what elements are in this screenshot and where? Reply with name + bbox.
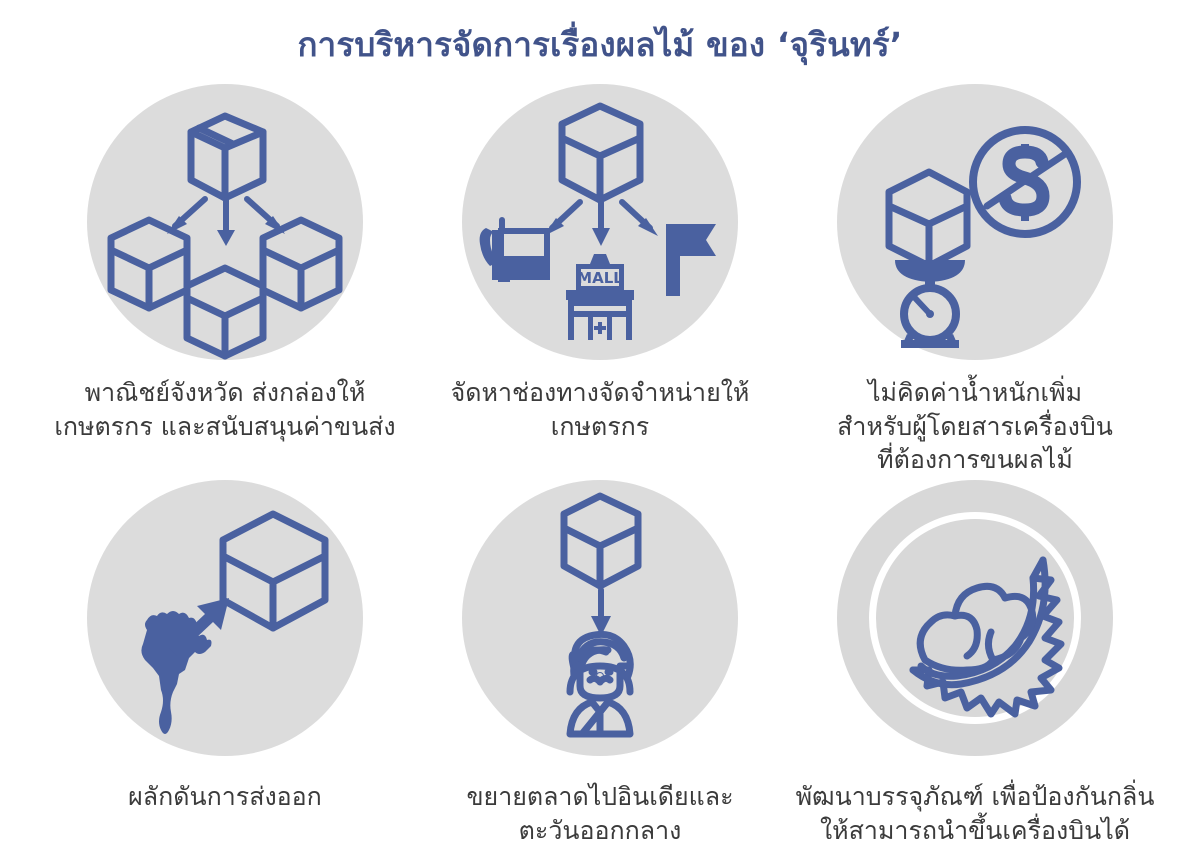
circle-background xyxy=(87,480,363,756)
panel-2-caption: จัดหาช่องทางจัดจำหน่ายให้ เกษตรกร xyxy=(450,378,750,441)
export-promotion-icon xyxy=(141,510,329,734)
panel-3-icon-wrap xyxy=(837,84,1113,360)
no-extra-weight-fee-icon xyxy=(885,126,1081,348)
turban-person-icon xyxy=(566,630,634,738)
panel-1-caption: พาณิชย์จังหวัด ส่งกล่องให้ เกษตรกร และสน… xyxy=(54,378,396,441)
panel-5-icon-wrap xyxy=(462,480,738,756)
mall-label: MALL xyxy=(577,269,623,287)
panel-1: พาณิชย์จังหวัด ส่งกล่องให้ เกษตรกร และสน… xyxy=(38,84,412,443)
panel-4-icon-wrap xyxy=(87,480,363,756)
flag-icon xyxy=(666,224,716,296)
durian-packaging-icon xyxy=(909,556,1065,718)
panel-2-icon-wrap: MALL xyxy=(462,84,738,360)
panel-5-caption: ขยายตลาดไปอินเดียและ ตะวันออกกลาง xyxy=(466,782,734,845)
no-dollar-sign-icon xyxy=(969,126,1081,238)
panel-6-icon-wrap xyxy=(837,480,1113,756)
arrow-down xyxy=(591,587,611,636)
mall-building-icon: MALL xyxy=(566,254,634,340)
page-title: การบริหารจัดการเรื่องผลไม้ ของ ‘จุรินทร์… xyxy=(297,25,903,64)
panel-grid: พาณิชย์จังหวัด ส่งกล่องให้ เกษตรกร และสน… xyxy=(0,84,1200,847)
arrow-down xyxy=(217,197,235,246)
distribution-channels-icon: MALL xyxy=(479,102,716,340)
closed-box xyxy=(558,102,644,204)
open-box xyxy=(187,112,267,202)
market-expansion-icon xyxy=(560,492,642,738)
thailand-map-icon xyxy=(141,611,212,734)
closed-box-left xyxy=(107,216,191,312)
durian-fruit-icon xyxy=(909,556,1065,718)
closed-box xyxy=(560,492,642,590)
panel-3: ไม่คิดค่าน้ำหนักเพิ่ม สำหรับผู้โดยสารเคร… xyxy=(788,84,1162,477)
panel-1-icon-wrap xyxy=(87,84,363,360)
closed-box xyxy=(219,510,329,632)
circle-background xyxy=(837,84,1113,360)
arrow-up-right xyxy=(169,598,229,656)
arrow-right xyxy=(619,199,658,236)
panel-5: ขยายตลาดไปอินเดียและ ตะวันออกกลาง xyxy=(413,480,787,847)
weighing-scale-icon xyxy=(895,260,965,348)
closed-box-center xyxy=(183,264,267,360)
closed-box xyxy=(885,168,971,270)
panel-6-caption: พัฒนาบรรจุภัณฑ์ เพื่อป้องกันกลิ่น ให้สาม… xyxy=(795,782,1155,845)
panel-6: พัฒนาบรรจุภัณฑ์ เพื่อป้องกันกลิ่น ให้สาม… xyxy=(788,480,1162,847)
panel-2: MALL xyxy=(413,84,787,443)
gas-pump-icon xyxy=(479,217,550,282)
panel-4: ผลักดันการส่งออก xyxy=(38,480,412,814)
arrow-down xyxy=(592,199,610,246)
closed-box-right xyxy=(259,216,343,312)
panel-3-caption: ไม่คิดค่าน้ำหนักเพิ่ม สำหรับผู้โดยสารเคร… xyxy=(837,378,1113,474)
panel-4-caption: ผลักดันการส่งออก xyxy=(128,782,322,811)
box-distribution-icon xyxy=(107,112,343,360)
